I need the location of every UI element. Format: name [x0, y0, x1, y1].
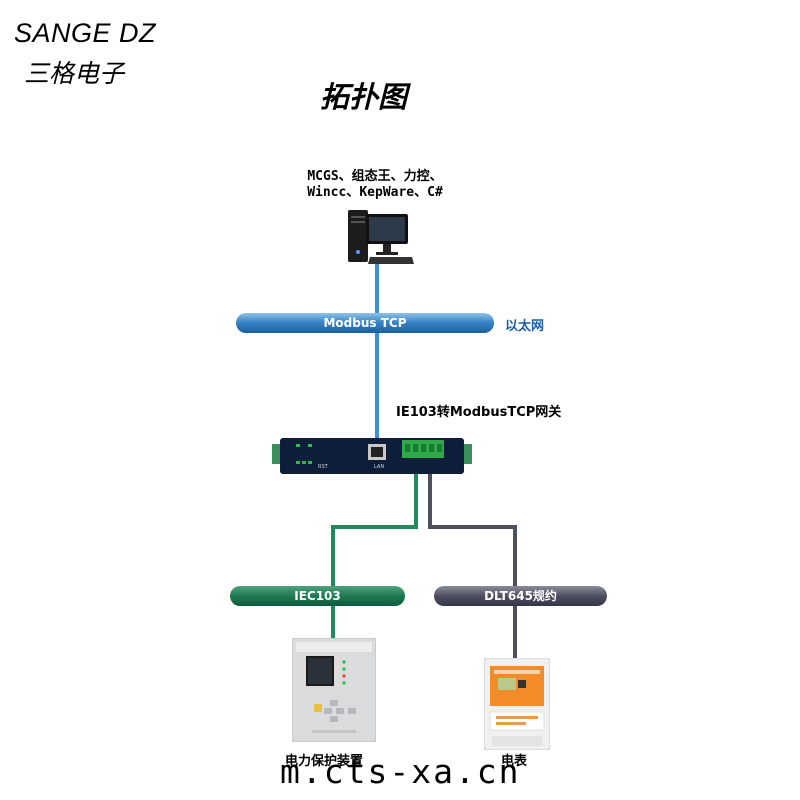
- gateway-rst-label: RST: [318, 464, 328, 470]
- modbus-tcp-bus: Modbus TCP: [236, 313, 494, 333]
- gateway-lan-label: LAN: [374, 464, 385, 470]
- brand-name-cn: 三格电子: [24, 59, 125, 88]
- ethernet-label: 以太网: [505, 319, 545, 334]
- gateway-label: IE103转ModbusTCP网关: [396, 405, 562, 420]
- protection-device-label: 电力保护装置: [285, 754, 364, 769]
- status-led-icon: [296, 444, 300, 447]
- brand-name-en: SANGE DZ: [14, 18, 157, 48]
- desktop-pc-icon: [348, 210, 414, 264]
- gateway-to-iec103-line: [331, 474, 418, 588]
- gateway-device: [272, 438, 472, 474]
- gateway-to-dlt645-line: [428, 474, 517, 588]
- software-list: MCGS、组态王、力控、 Wincc、KepWare、C#: [270, 169, 480, 201]
- software-line-2: Wincc、KepWare、C#: [307, 185, 443, 200]
- iec103-bus: IEC103: [230, 586, 405, 606]
- website-watermark[interactable]: m.cts-xa.cn: [280, 752, 521, 791]
- dlt645-bus: DLT645规约: [434, 586, 607, 606]
- protection-device-icon: [292, 638, 376, 742]
- electricity-meter-icon: [484, 658, 550, 750]
- page-title: 拓扑图: [320, 80, 408, 114]
- meter-label: 电表: [501, 754, 528, 769]
- software-line-1: MCGS、组态王、力控、: [307, 169, 443, 184]
